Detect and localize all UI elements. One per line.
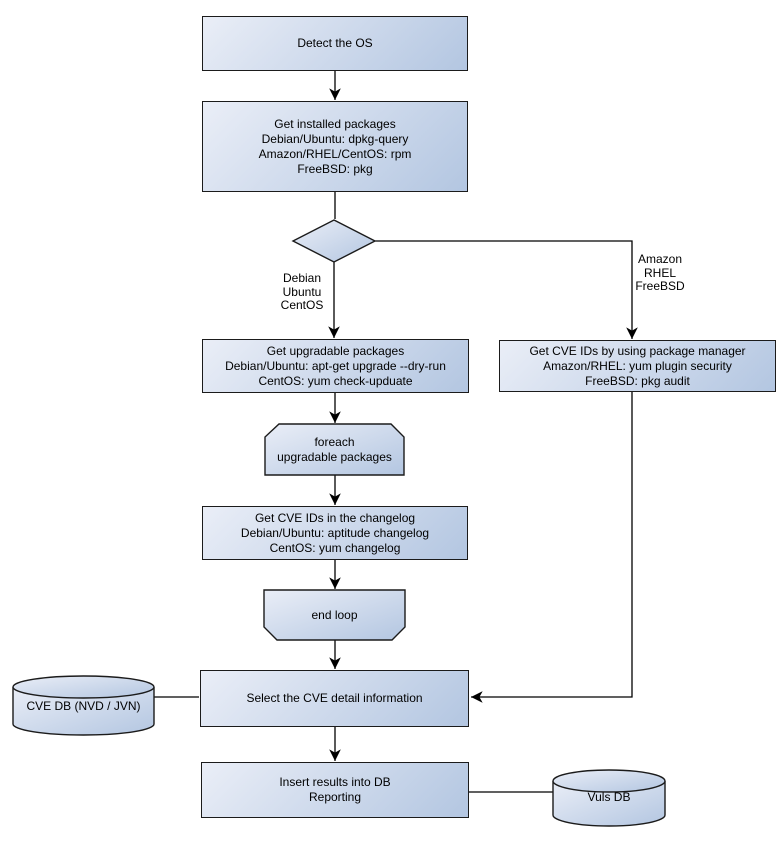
node-insert-results: Insert results into DB Reporting — [201, 762, 469, 818]
cve-db-cylinder-top — [12, 675, 155, 699]
os-decision-diamond — [291, 219, 377, 263]
cve-db-cylinder-body — [12, 687, 155, 736]
node-get-cve-ids-changelog: Get CVE IDs in the changelog Debian/Ubun… — [202, 506, 468, 560]
node-get-upgradable-packages: Get upgradable packages Debian/Ubuntu: a… — [202, 339, 469, 393]
node-get-installed-packages: Get installed packages Debian/Ubuntu: dp… — [202, 101, 468, 192]
edge-pkg-manager-to-select — [471, 392, 633, 703]
foreach-loop-label: foreach upgradable packages — [277, 434, 392, 464]
cve-db-label: CVE DB (NVD / JVN) — [26, 698, 141, 713]
edge-decision-to-pkg-manager — [375, 240, 638, 339]
node-select-cve-detail: Select the CVE detail information — [200, 670, 469, 727]
foreach-loop-shape — [264, 423, 405, 476]
node-get-cve-ids-package-manager: Get CVE IDs by using package manager Ama… — [499, 340, 776, 392]
branch-label-amazon-rhel-freebsd: Amazon RHEL FreeBSD — [635, 252, 685, 293]
cve-db-cylinder — [12, 675, 155, 736]
vuls-db-label: Vuls DB — [587, 789, 631, 804]
end-loop-label: end loop — [311, 607, 358, 622]
vuls-db-cylinder-body — [552, 781, 666, 827]
vuls-db-cylinder — [552, 769, 666, 827]
node-detect-os: Detect the OS — [202, 16, 468, 71]
end-loop-shape — [263, 589, 406, 641]
branch-label-debian-ubuntu-centos: Debian Ubuntu CentOS — [280, 271, 324, 312]
vuls-db-cylinder-top — [552, 769, 666, 793]
